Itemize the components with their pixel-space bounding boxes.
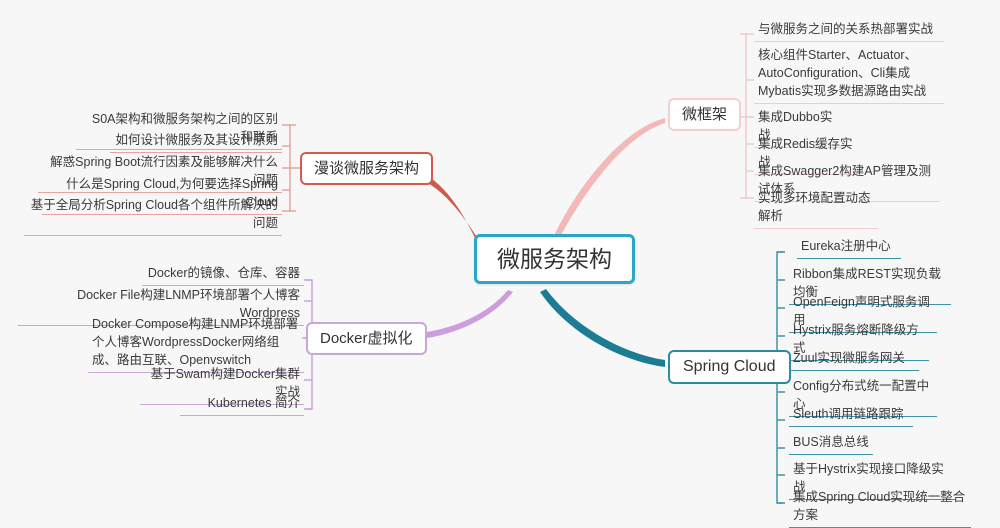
wire-group-mantan	[282, 124, 300, 212]
leaf-label: 基于Swam构建Docker集群实战	[150, 367, 300, 400]
node-branch-mantan[interactable]: 漫谈微服务架构	[300, 152, 434, 186]
leaf-label: Config分布式统一配置中心	[793, 379, 930, 412]
leaf-label: Docker的镜像、仓库、容器	[147, 266, 300, 280]
leaf-label: Ribbon集成REST实现负载均衡	[793, 267, 941, 300]
leaf-weikuangjia-2[interactable]: 集成Dubbo实战	[754, 106, 844, 149]
leaf-label: S0A架构和微服务架构之间的区别和联系	[91, 112, 278, 145]
node-branch-springcloud-label: Spring Cloud	[683, 358, 776, 375]
node-branch-weikuangjia-label: 微框架	[682, 106, 728, 123]
leaf-label: Eureka注册中心	[801, 239, 891, 253]
leaf-docker-3[interactable]: 基于Swam构建Docker集群实战	[140, 363, 304, 406]
leaf-label: Zuul实现微服务网关	[793, 351, 905, 365]
leaf-springcloud-5[interactable]: Config分布式统一配置中心	[789, 375, 937, 418]
leaf-label: 实现多环境配置动态解析	[758, 191, 871, 224]
leaf-weikuangjia-1[interactable]: 核心组件Starter、Actuator、AutoConfiguration、C…	[754, 44, 944, 105]
leaf-mantan-1[interactable]: 如何设计微服务及其设计原则	[110, 129, 282, 154]
leaf-label: Hystrix服务熔断降级方式	[793, 323, 919, 356]
leaf-springcloud-2[interactable]: OpenFeign声明式服务调用	[789, 291, 937, 334]
leaf-label: Sleuth调用链路跟踪	[793, 407, 904, 421]
leaf-weikuangjia-0[interactable]: 与微服务之间的关系热部署实战	[754, 18, 944, 43]
leaf-springcloud-3[interactable]: Hystrix服务熔断降级方式	[789, 319, 929, 362]
leaf-label: BUS消息总线	[793, 435, 869, 449]
leaf-label: 集成Dubbo实战	[758, 110, 833, 143]
leaf-label: 集成Swagger2构建AP管理及测试体系	[758, 164, 931, 197]
leaf-label: 核心组件Starter、Actuator、AutoConfiguration、C…	[758, 48, 927, 99]
node-branch-springcloud[interactable]: Spring Cloud	[668, 350, 791, 385]
leaf-label: 什么是Spring Cloud,为何要选择Spring Cloud	[66, 177, 278, 210]
wire-center-springcloud	[540, 289, 665, 367]
leaf-label: 基于全局分析Spring Cloud各个组件所解决的问题	[30, 198, 278, 231]
leaf-label: 基于Hystrix实现接口降级实战	[793, 462, 944, 495]
leaf-springcloud-8[interactable]: 基于Hystrix实现接口降级实战	[789, 458, 955, 501]
node-branch-mantan-label: 漫谈微服务架构	[314, 160, 420, 177]
leaf-springcloud-9[interactable]: 集成Spring Cloud实现统一整合方案	[789, 486, 971, 528]
leaf-docker-4[interactable]: Kubernetes 简介	[180, 392, 304, 417]
node-branch-docker-label: Docker虚拟化	[320, 330, 413, 347]
leaf-weikuangjia-3[interactable]: 集成Redis缓存实战	[754, 133, 858, 176]
leaf-mantan-0[interactable]: S0A架构和微服务架构之间的区别和联系	[76, 108, 282, 151]
node-branch-weikuangjia[interactable]: 微框架	[668, 98, 742, 132]
leaf-mantan-2[interactable]: 解惑Spring Boot流行因素及能够解决什么问题	[38, 151, 282, 194]
leaf-docker-1[interactable]: Docker File构建LNMP环境部署个人博客 Wordpress	[18, 284, 304, 327]
leaf-label: Kubernetes 简介	[207, 396, 300, 410]
leaf-label: Docker File构建LNMP环境部署个人博客 Wordpress	[77, 288, 300, 321]
leaf-springcloud-6[interactable]: Sleuth调用链路跟踪	[789, 403, 913, 428]
leaf-label: 与微服务之间的关系热部署实战	[758, 22, 934, 36]
leaf-label: 集成Spring Cloud实现统一整合方案	[793, 490, 966, 523]
leaf-mantan-4[interactable]: 基于全局分析Spring Cloud各个组件所解决的问题	[24, 194, 282, 237]
leaf-weikuangjia-5[interactable]: 实现多环境配置动态解析	[754, 187, 878, 230]
node-branch-docker[interactable]: Docker虚拟化	[306, 322, 427, 356]
leaf-docker-0[interactable]: Docker的镜像、仓库、容器	[142, 262, 304, 287]
wire-center-weikuangjia	[552, 118, 665, 243]
leaf-label: Docker Compose构建LNMP环境部署个人博客WordpressDoc…	[92, 317, 299, 368]
leaf-springcloud-1[interactable]: Ribbon集成REST实现负载均衡	[789, 263, 951, 306]
leaf-label: 集成Redis缓存实战	[758, 137, 853, 170]
node-center-microservice-architecture[interactable]: 微服务架构	[474, 234, 635, 285]
leaf-springcloud-4[interactable]: Zuul实现微服务网关	[789, 347, 919, 372]
leaf-label: 解惑Spring Boot流行因素及能够解决什么问题	[50, 155, 278, 188]
leaf-weikuangjia-4[interactable]: 集成Swagger2构建AP管理及测试体系	[754, 160, 940, 203]
leaf-docker-2[interactable]: Docker Compose构建LNMP环境部署个人博客WordpressDoc…	[88, 313, 304, 374]
leaf-mantan-3[interactable]: 什么是Spring Cloud,为何要选择Spring Cloud	[42, 173, 282, 216]
node-center-label: 微服务架构	[497, 246, 612, 272]
leaf-springcloud-7[interactable]: BUS消息总线	[789, 431, 873, 456]
leaf-springcloud-0[interactable]: Eureka注册中心	[797, 235, 901, 260]
leaf-label: OpenFeign声明式服务调用	[793, 295, 930, 328]
leaf-label: 如何设计微服务及其设计原则	[115, 133, 278, 147]
